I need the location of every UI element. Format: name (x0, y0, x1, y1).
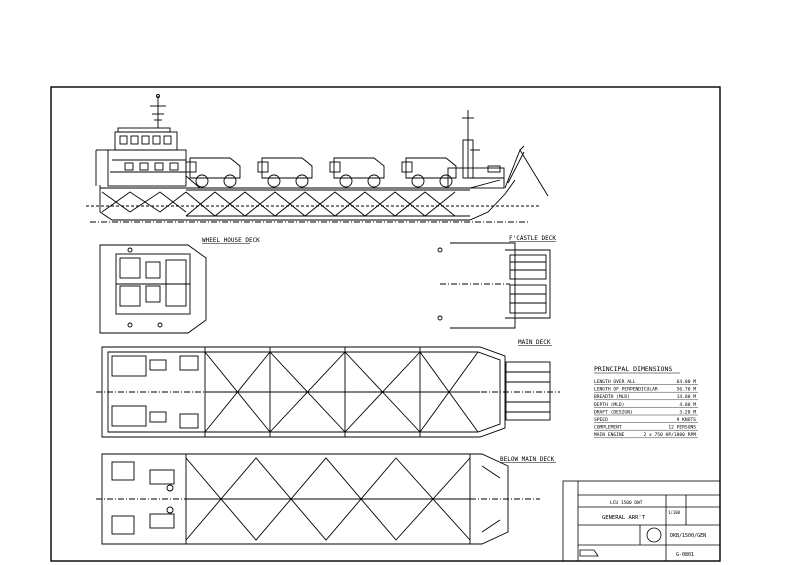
fcastle-deck-label: F'CASTLE DECK (509, 235, 556, 242)
below-main-deck-label: BELOW MAIN DECK (500, 456, 555, 463)
dimension-label: MAIN ENGINE (594, 432, 625, 438)
drawing-frame (50, 86, 721, 562)
drawing-scale: 1/100 (668, 510, 681, 515)
dump-truck-4 (401, 157, 457, 188)
dimension-value: 12 PERSONS (668, 425, 696, 431)
dimension-label: LENGTH OVER ALL (594, 379, 636, 385)
principal-dimensions-table: PRINCIPAL DIMENSIONS LENGTH OVER ALL 64.0… (594, 365, 698, 438)
dimension-label: DEPTH (MLD) (594, 402, 624, 408)
dimension-label: COMPLEMENT (594, 425, 622, 431)
wheel-house-deck-plan (99, 244, 207, 334)
dimension-value: 9 KNOTS (677, 417, 697, 423)
main-deck-label: MAIN DECK (518, 339, 551, 346)
dimension-label: DRAFT (DESIGN) (594, 409, 633, 415)
dimension-label: BREADTH (MLD) (594, 394, 630, 400)
dimension-value: 56.70 M (677, 387, 697, 393)
reference-number: DKB/1500/GEN (670, 533, 706, 539)
dimension-value: 4.00 M (679, 402, 696, 408)
dimension-label: LENGTH OF PERPENDICULAR (594, 387, 658, 393)
title-block (562, 480, 721, 562)
main-deck-plan (96, 346, 560, 438)
dump-truck-1 (185, 157, 241, 188)
dimension-value: 14.00 M (677, 394, 697, 400)
dimension-label: SPEED (594, 417, 608, 423)
fcastle-deck-plan (437, 242, 551, 329)
dimension-value: 2 x 750 HP/1800 RPM (643, 432, 696, 438)
profile-view (86, 94, 549, 223)
drawing-title: GENERAL ARR'T (602, 515, 646, 521)
dump-truck-2 (257, 157, 313, 188)
principal-dimensions-title: PRINCIPAL DIMENSIONS (594, 365, 672, 373)
project-name: LCU 1500 DWT (610, 500, 643, 506)
wheel-house-deck-label: WHEEL HOUSE DECK (202, 237, 260, 244)
dimension-value: 64.00 M (677, 379, 697, 385)
dimension-value: 3.20 M (679, 409, 696, 415)
dump-truck-3 (329, 157, 385, 188)
below-main-deck-plan (96, 453, 540, 545)
drawing-number: G-0801 (676, 552, 694, 558)
